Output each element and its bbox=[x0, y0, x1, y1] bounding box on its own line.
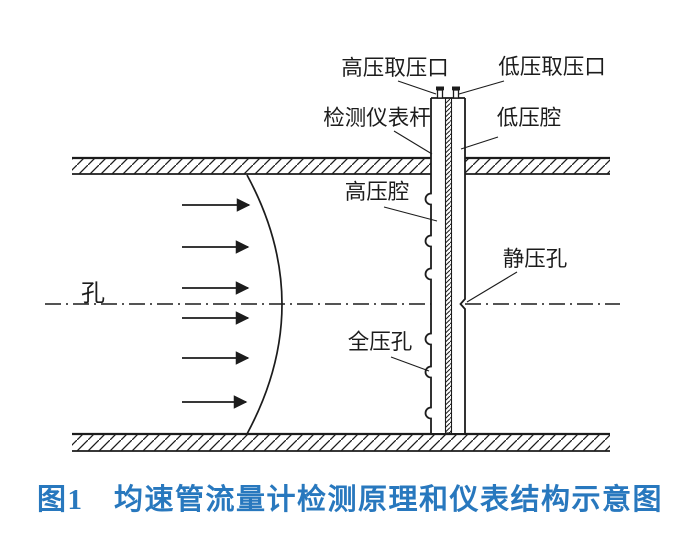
label-low-pressure-chamber: 低压腔 bbox=[497, 106, 562, 130]
pipe-wall-top-left bbox=[72, 156, 431, 175]
probe-left-edge-total-pressure-holes bbox=[424, 98, 432, 433]
leader-low-pressure-tap bbox=[458, 80, 505, 95]
probe-right-edge-static-hole bbox=[459, 98, 466, 433]
figure-caption: 图1 均速管流量计检测原理和仪表结构示意图 bbox=[36, 484, 663, 516]
leader-static-pressure-hole bbox=[466, 271, 518, 303]
leader-high-pressure-tap bbox=[397, 80, 437, 95]
probe-divider-wall bbox=[444, 97, 453, 434]
high-pressure-tap-nipple bbox=[436, 86, 444, 99]
leader-total-pressure-hole bbox=[390, 356, 430, 372]
label-high-pressure-tap: 高压取压口 bbox=[341, 56, 449, 80]
leader-high-pressure-chamber bbox=[383, 206, 438, 222]
label-probe-rod: 检测仪表杆 bbox=[323, 106, 431, 130]
label-low-pressure-tap: 低压取压口 bbox=[498, 55, 606, 79]
low-pressure-tap-nipple bbox=[452, 86, 460, 99]
label-pipe-hole: 孔 bbox=[81, 281, 105, 307]
leader-probe-rod bbox=[393, 130, 433, 155]
leader-low-pressure-chamber bbox=[460, 136, 499, 150]
label-static-pressure-hole: 静压孔 bbox=[503, 247, 568, 271]
pipe-wall-bottom bbox=[72, 432, 610, 452]
velocity-arrows bbox=[182, 198, 251, 409]
label-high-pressure-chamber: 高压腔 bbox=[345, 180, 410, 204]
label-total-pressure-hole: 全压孔 bbox=[348, 330, 413, 354]
velocity-profile-curve bbox=[246, 174, 283, 435]
leader-lines bbox=[383, 80, 518, 372]
probe-assembly bbox=[424, 86, 466, 434]
pipe-wall-top-right bbox=[465, 156, 610, 175]
